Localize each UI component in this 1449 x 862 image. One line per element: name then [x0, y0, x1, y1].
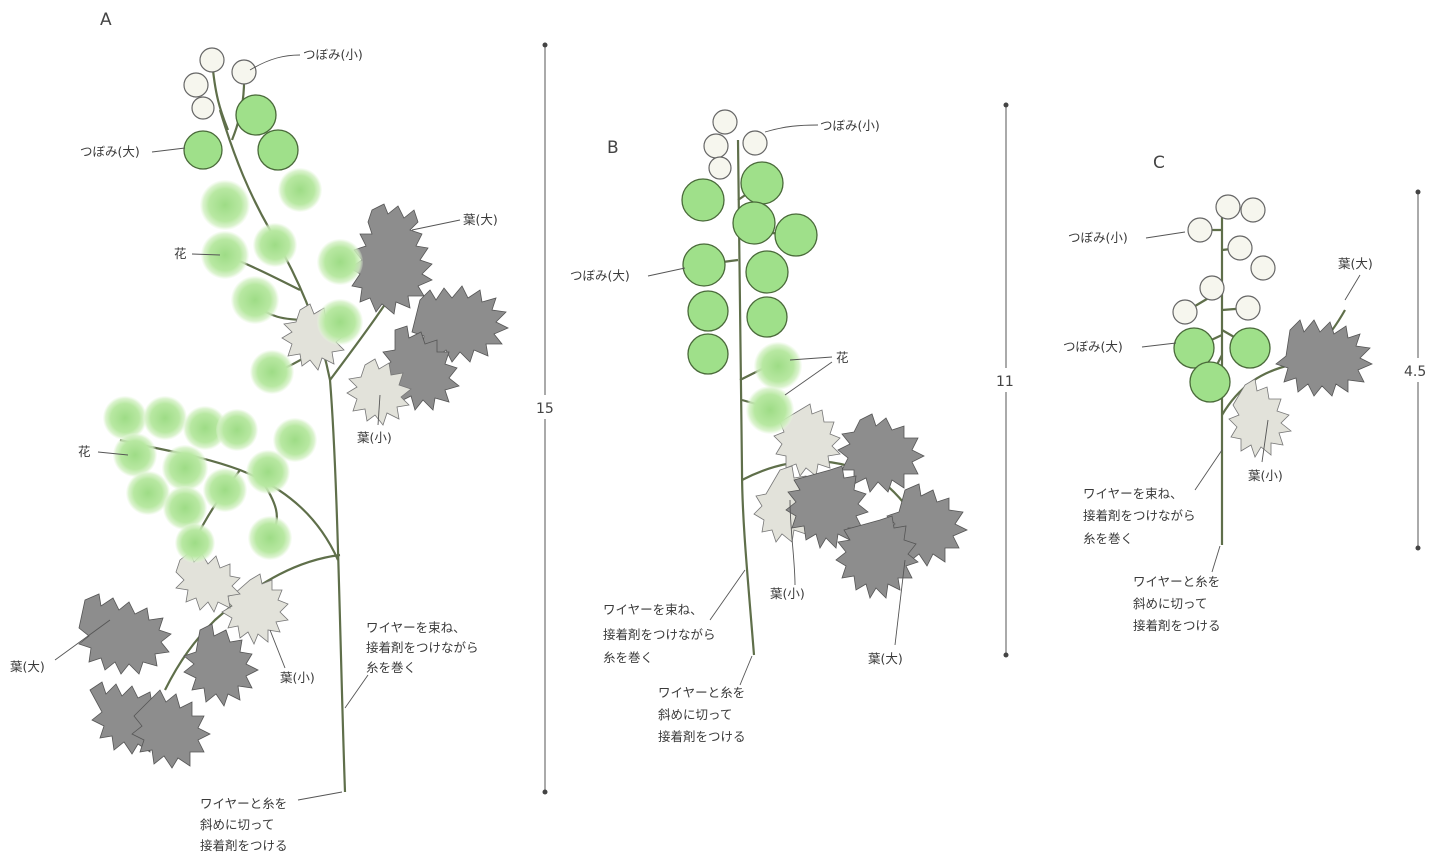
c-leaf-small-label: 葉(小)	[1248, 468, 1283, 483]
c-cut-note-3: 接着剤をつける	[1133, 618, 1221, 633]
a-wrap-note-2: 接着剤をつけながら	[366, 640, 479, 655]
figure-b-label: B	[607, 138, 619, 158]
c-wrap-note-3: 糸を巻く	[1083, 531, 1133, 546]
figure-b-buds	[681, 109, 818, 375]
a-flower-upper-label: 花	[174, 246, 187, 261]
b-cut-note-1: ワイヤーと糸を	[658, 685, 745, 700]
figure-b-leaves	[753, 403, 968, 599]
figure-c-buds	[1172, 194, 1276, 403]
c-bud-large-label: つぼみ(大)	[1063, 339, 1123, 354]
b-cut-note-2: 斜めに切って	[658, 707, 732, 722]
c-cut-note-1: ワイヤーと糸を	[1133, 574, 1220, 589]
b-wrap-note-2: 接着剤をつけながら	[603, 627, 716, 642]
a-leaf-large-upper-label: 葉(大)	[463, 212, 498, 227]
figure-a-flowers	[103, 168, 363, 563]
figure-a-label: A	[100, 10, 112, 30]
c-cut-note-2: 斜めに切って	[1133, 596, 1207, 611]
figure-b-dimension: 11	[994, 102, 1018, 658]
a-cut-note-3: 接着剤をつける	[200, 838, 288, 853]
a-wrap-note-3: 糸を巻く	[366, 660, 416, 675]
figure-a-buds	[183, 47, 299, 171]
c-wrap-note-1: ワイヤーを束ね、	[1083, 486, 1183, 501]
figure-c-dimension: 4.5	[1400, 189, 1436, 551]
figure-a: A	[10, 10, 557, 853]
b-leaf-small-label: 葉(小)	[770, 586, 805, 601]
b-height-value: 11	[996, 374, 1014, 390]
a-bud-large-label: つぼみ(大)	[80, 144, 140, 159]
figure-b-flowers	[746, 342, 802, 434]
a-cut-note-2: 斜めに切って	[200, 817, 274, 832]
c-height-value: 4.5	[1404, 364, 1426, 380]
figure-a-dimension: 15	[533, 42, 557, 795]
c-wrap-note-2: 接着剤をつけながら	[1083, 508, 1196, 523]
b-bud-large-label: つぼみ(大)	[570, 268, 630, 283]
figure-c-label: C	[1153, 153, 1165, 173]
a-height-value: 15	[536, 401, 554, 417]
b-leaf-large-label: 葉(大)	[868, 651, 903, 666]
figure-a-annotations: つぼみ(小) つぼみ(大) 花 花 葉(大) 葉(小) 葉(大) 葉(小) ワイ…	[10, 47, 498, 853]
a-bud-small-label: つぼみ(小)	[303, 47, 363, 62]
a-leaf-small-lower-label: 葉(小)	[280, 670, 315, 685]
b-bud-small-label: つぼみ(小)	[820, 118, 880, 133]
a-cut-note-1: ワイヤーと糸を	[200, 796, 287, 811]
figure-b: B	[570, 102, 1018, 744]
a-leaf-small-upper-label: 葉(小)	[357, 430, 392, 445]
b-flower-label: 花	[836, 350, 849, 365]
b-wrap-note-1: ワイヤーを束ね、	[603, 602, 703, 617]
figure-c-leaves	[1228, 319, 1373, 458]
b-wrap-note-3: 糸を巻く	[603, 650, 653, 665]
b-cut-note-3: 接着剤をつける	[658, 729, 746, 744]
a-flower-lower-label: 花	[78, 444, 91, 459]
a-leaf-large-lower-label: 葉(大)	[10, 659, 45, 674]
figure-c: C	[1063, 153, 1436, 633]
a-wrap-note-1: ワイヤーを束ね、	[366, 620, 466, 635]
figure-c-annotations: つぼみ(小) つぼみ(大) 葉(大) 葉(小) ワイヤーを束ね、 接着剤をつけな…	[1063, 230, 1373, 633]
c-leaf-large-label: 葉(大)	[1338, 256, 1373, 271]
c-bud-small-label: つぼみ(小)	[1068, 230, 1128, 245]
figure-b-annotations: つぼみ(小) つぼみ(大) 花 葉(小) 葉(大) ワイヤーを束ね、 接着剤をつ…	[570, 118, 906, 744]
